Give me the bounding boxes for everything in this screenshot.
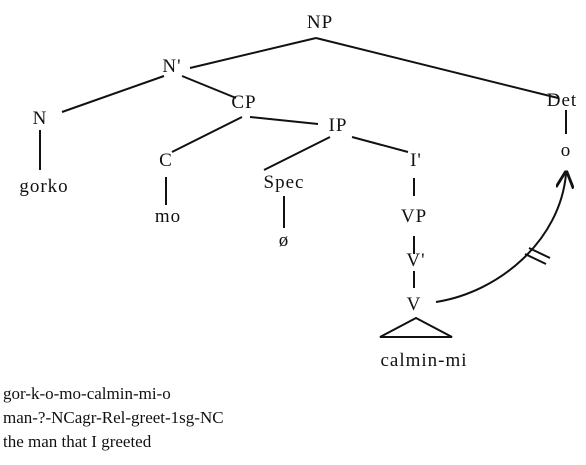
- branch-ip-ibar: [351, 136, 409, 153]
- node-ip: IP: [329, 115, 348, 136]
- gloss-translation: the man that I greeted: [3, 432, 152, 451]
- node-c-word: mo: [155, 206, 181, 227]
- branch-nbar-n: [61, 75, 165, 113]
- gloss-morphemes: gor-k-o-mo-calmin-mi-o: [3, 384, 171, 403]
- gloss-interlinear: man-?-NCagr-Rel-greet-1sg-NC: [3, 408, 224, 427]
- branch-nbar-cp: [181, 75, 237, 99]
- blocked-movement-marks: [524, 247, 551, 265]
- node-det-word: o: [561, 140, 572, 161]
- triangle-v-word: [379, 316, 453, 338]
- node-vbar: V': [406, 250, 425, 271]
- node-spec-word: ø: [279, 230, 290, 251]
- branch-np-det: [315, 37, 559, 99]
- node-v-word: calmin-mi: [380, 350, 467, 371]
- node-ibar: I': [410, 150, 422, 171]
- node-c: C: [159, 150, 173, 171]
- branch-cp-ip: [249, 116, 319, 125]
- branch-cp-c: [171, 116, 243, 153]
- node-np: NP: [307, 12, 333, 33]
- node-v: V: [407, 294, 422, 315]
- branch-ip-spec: [263, 136, 331, 171]
- movement-arrow: [435, 174, 566, 303]
- tree-branches: [39, 37, 567, 338]
- node-nbar: N': [162, 56, 181, 77]
- node-cp: CP: [231, 92, 256, 113]
- node-vp: VP: [401, 206, 427, 227]
- tree-node-labels: NP N' Det o N gorko CP C mo IP Spec ø I'…: [19, 12, 577, 371]
- node-n: N: [33, 108, 48, 129]
- branch-np-nbar: [189, 37, 317, 69]
- node-n-word: gorko: [19, 176, 68, 197]
- node-spec: Spec: [264, 172, 305, 193]
- node-det: Det: [547, 90, 577, 111]
